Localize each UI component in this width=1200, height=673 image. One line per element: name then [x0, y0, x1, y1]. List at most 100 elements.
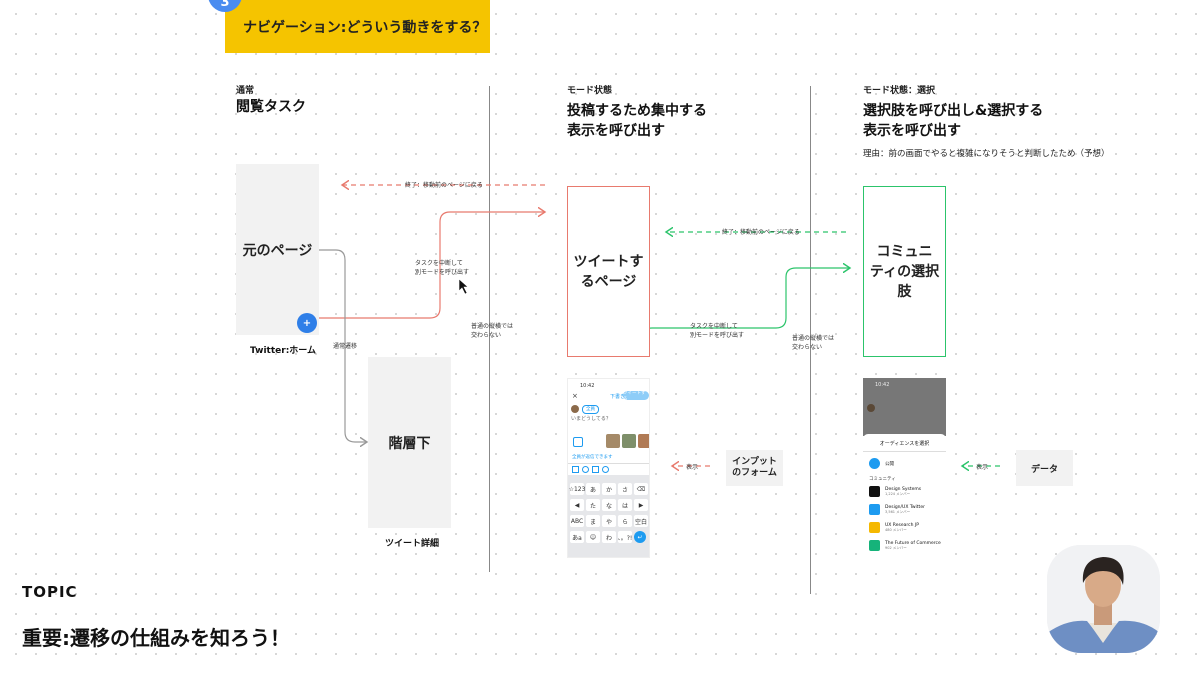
location-icon[interactable] — [602, 466, 609, 473]
community-label-1: コミュニ — [876, 243, 933, 260]
media-thumb-3[interactable] — [638, 434, 649, 448]
post-tweet-label: ツイートする — [623, 390, 646, 402]
normal-transition-note: 通常遷移 — [333, 343, 358, 350]
no-change-note-1-line2: 交わらない — [471, 332, 502, 339]
gif-icon[interactable] — [582, 466, 589, 473]
post-tweet-button[interactable]: ツイートする — [623, 390, 649, 402]
data-label-box: データ — [1016, 450, 1073, 486]
mode-select-column-label: モード状態：選択 — [863, 86, 936, 96]
original-page-caption: Twitter:ホーム — [250, 346, 317, 356]
compose-fab-button[interactable]: + — [297, 313, 317, 333]
no-change-note-2-line2: 交わらない — [792, 344, 823, 351]
camera-icon[interactable] — [573, 437, 583, 447]
keyboard-key[interactable]: ◀ — [570, 499, 584, 511]
close-icon[interactable]: × — [572, 392, 578, 400]
interrupt-note-1-line1: タスクを中断して — [415, 260, 463, 267]
keyboard-key[interactable]: 、。?! — [618, 531, 632, 543]
input-form-label-box: インプット のフォーム — [726, 450, 783, 486]
keyboard-key[interactable]: ⌫ — [634, 483, 648, 495]
community-name: Design/UX Twitter — [885, 504, 925, 510]
no-change-note-1-line1: 普通の縦横では — [471, 323, 514, 330]
topic-title: 重要:遷移の仕組みを知ろう！ — [22, 626, 290, 650]
keyboard-key[interactable]: あ — [586, 483, 600, 495]
community-name: The Future of Commerce — [885, 540, 941, 546]
community-panel: コミュニ ティの選択 肢 — [863, 186, 946, 357]
community-members: 3,561 メンバー — [885, 509, 911, 514]
keyboard-key[interactable]: な — [602, 499, 616, 511]
image-icon[interactable] — [572, 466, 579, 473]
community-icon — [869, 540, 880, 551]
community-name: Design Systems — [885, 486, 922, 492]
presenter-video — [1047, 545, 1160, 653]
globe-icon — [869, 458, 880, 469]
plus-icon: + — [302, 317, 312, 329]
keyboard-key[interactable]: ABC — [570, 515, 584, 527]
audience-chip[interactable]: 全員 — [582, 405, 599, 414]
column-divider-2 — [810, 86, 811, 594]
reply-setting[interactable]: 全員が返信できます — [572, 455, 613, 460]
lower-level-panel: 階層下 — [368, 357, 451, 528]
mode-select-column-title-1: 選択肢を呼び出し&選択する — [863, 103, 1044, 119]
community-members: 1,224 メンバー — [885, 491, 911, 496]
public-option[interactable]: 公開 — [869, 458, 894, 469]
interrupt-note-1-line2: 別モードを呼び出す — [415, 269, 470, 276]
tweet-input[interactable]: いまどうしてる？ — [571, 416, 611, 422]
exit-back-note-1: 終了：移動前のページに戻る — [405, 182, 483, 189]
keyboard-key[interactable]: か — [602, 483, 616, 495]
sheet-divider — [863, 451, 946, 452]
poll-icon[interactable] — [592, 466, 599, 473]
compose-phone-screenshot: 10:42 × 下書き ツイートする 全員 いまどうしてる？ 全員が返信できます… — [567, 378, 650, 558]
normal-transition-arrow — [318, 249, 367, 442]
keyboard-key[interactable]: わ — [602, 531, 616, 543]
keyboard-key[interactable]: ☺ — [586, 531, 600, 543]
community-icon — [869, 504, 880, 515]
keyboard-key[interactable]: ▶ — [634, 499, 648, 511]
section-banner: ナビゲーション:どういう動きをする？ — [225, 0, 490, 53]
keyboard-key[interactable]: あa — [570, 531, 584, 543]
draft-link[interactable]: 下書き — [610, 394, 626, 400]
interrupt-note-2-line1: タスクを中断して — [690, 323, 738, 330]
media-thumb-1[interactable] — [606, 434, 620, 448]
keyboard-key[interactable]: さ — [618, 483, 632, 495]
keyboard-key[interactable]: ら — [618, 515, 632, 527]
community-icon — [869, 522, 880, 533]
interrupt-arrow-2 — [643, 268, 850, 340]
status-time: 10:42 — [580, 383, 595, 389]
audience-status-time: 10:42 — [875, 382, 890, 388]
lower-level-label: 階層下 — [388, 435, 431, 452]
mode-column-title-2: 表示を呼び出す — [567, 123, 665, 139]
keyboard-key[interactable]: ☆123 — [569, 483, 585, 495]
community-icon — [869, 486, 880, 497]
audience-sheet-title: オーディエンスを選択 — [879, 441, 930, 447]
mode-column-title-1: 投稿するため集中する — [567, 103, 707, 119]
media-thumb-2[interactable] — [622, 434, 636, 448]
interrupt-arrow-1 — [318, 212, 545, 319]
original-page-panel: 元のページ — [236, 164, 319, 335]
data-label: データ — [1030, 464, 1058, 475]
display-note-2: 表示 — [976, 464, 989, 471]
display-note-1: 表示 — [686, 464, 699, 471]
keyboard-key[interactable]: た — [586, 499, 600, 511]
community-name: UX Research JP — [885, 522, 919, 528]
no-change-note-2-line1: 普通の縦横では — [792, 335, 835, 342]
keyboard-key[interactable]: ま — [586, 515, 600, 527]
mode-select-reason: 理由：前の画面でやると複雑になりそうと判断したため（予想） — [863, 149, 1110, 159]
keyboard-key[interactable]: や — [602, 515, 616, 527]
mode-select-column-title-2: 表示を呼び出す — [863, 123, 961, 139]
keyboard-key[interactable]: 空白 — [634, 515, 648, 527]
community-members: 480 メンバー — [885, 527, 907, 532]
step-badge: 3 — [208, 0, 242, 12]
keyboard-key[interactable]: ↵ — [634, 531, 646, 543]
keyboard-key[interactable]: は — [618, 499, 632, 511]
tweet-page-panel: ツイートす るページ — [567, 186, 650, 357]
topic-label: TOPIC — [22, 583, 78, 601]
community-label-2: ティの選択 — [869, 263, 940, 280]
